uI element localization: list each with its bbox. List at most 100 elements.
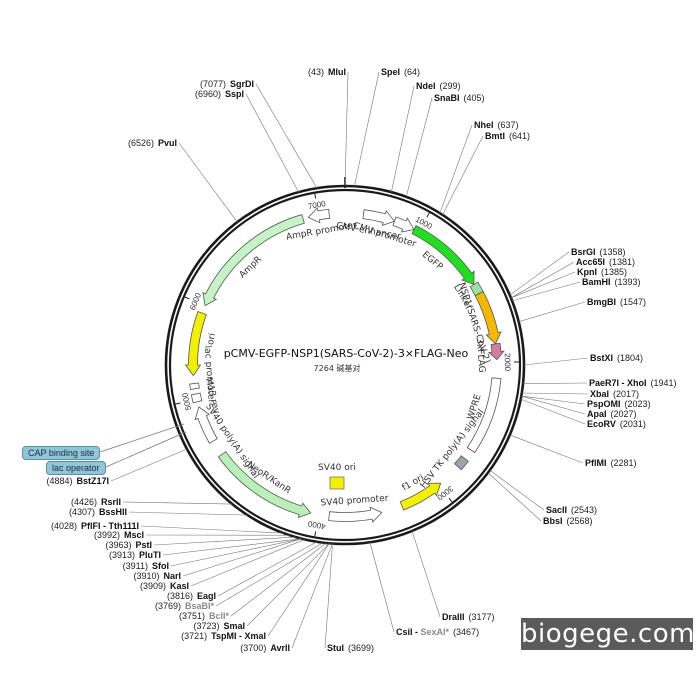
site-enzyme-name: PflFI - Tth111I — [81, 521, 139, 531]
site-label-sgrdi[interactable]: (7077) SgrDI — [200, 74, 254, 91]
site-label-pflmi[interactable]: PflMI (2281) — [585, 453, 637, 470]
scale-label-4000: 4000 — [307, 519, 327, 531]
site-label-pflfi-tth111i[interactable]: (4028) PflFI - Tth111I — [51, 516, 139, 533]
site-leader-smai — [246, 543, 330, 627]
site-enzyme-name: BssHII — [99, 507, 127, 517]
site-label-smai[interactable]: (3723) SmaI — [193, 616, 245, 633]
feature-ampr-promoter[interactable] — [307, 207, 331, 224]
site-label-msci[interactable]: (3992) MscI — [94, 525, 144, 542]
site-label-bsshii[interactable]: (4307) BssHII — [69, 502, 127, 519]
cap-binding-site-badge[interactable]: CAP binding site — [22, 446, 101, 460]
site-label-bsrgi[interactable]: BsrGI (1358) — [571, 242, 626, 259]
site-label-bbsi[interactable]: BbsI (2568) — [543, 511, 593, 528]
site-label-pluti[interactable]: (3913) PluTI — [109, 545, 161, 562]
site-label-bstz17i[interactable]: (4884) BstZ17I — [46, 471, 109, 488]
scale-tick-4000 — [314, 531, 317, 537]
site-leader-spei — [354, 71, 380, 187]
site-enzyme-name: BsaBI* — [185, 601, 215, 611]
site-enzyme-name: NarI — [163, 571, 181, 581]
sv40-ori-box[interactable] — [329, 476, 345, 490]
feature-ori[interactable] — [184, 310, 207, 377]
site-label-ndei[interactable]: NdeI (299) — [416, 76, 461, 93]
feature-3xflag[interactable] — [488, 342, 505, 361]
site-label-apai[interactable]: ApaI (2027) — [587, 404, 637, 421]
site-label-paer7i-xhoi[interactable]: PaeR7I - XhoI (1941) — [589, 373, 677, 390]
site-label-kasi[interactable]: (3909) KasI — [140, 576, 189, 593]
feature-wpre[interactable] — [466, 377, 502, 454]
plasmid-name: pCMV-EGFP-NSP1(SARS-CoV-2)-3×FLAG-Neo — [224, 347, 469, 360]
site-position: (3913) — [109, 550, 135, 560]
site-leader-rsrii — [122, 501, 233, 505]
site-label-spei[interactable]: SpeI (64) — [381, 62, 420, 79]
feature-m13-rev[interactable] — [190, 392, 203, 404]
site-leader-ndei — [391, 85, 415, 193]
site-label-ecorv[interactable]: EcoRV (2031) — [587, 414, 646, 431]
site-label-snabi[interactable]: SnaBI (405) — [434, 88, 485, 105]
site-enzyme-name: BmgBI — [587, 297, 616, 307]
site-label-xbai[interactable]: XbaI (2017) — [590, 384, 639, 401]
site-label-acc65i[interactable]: Acc65I (1381) — [576, 252, 635, 269]
feature-cmv-promoter[interactable] — [392, 216, 415, 233]
feature-nsp1-sars-cov-2[interactable] — [474, 290, 502, 345]
site-label-bstxi[interactable]: BstXI (1804) — [590, 348, 643, 365]
site-label-psti[interactable]: (3963) PstI — [105, 535, 152, 552]
site-leader-kpni — [510, 271, 576, 299]
site-leader-nhei — [439, 124, 473, 214]
feature-sv40-poly-a-signal[interactable] — [194, 406, 218, 444]
site-enzyme-name: SmaI — [223, 621, 245, 631]
feature-cmv-enhancer[interactable] — [362, 209, 396, 227]
site-label-bmti[interactable]: BmtI (641) — [485, 126, 530, 143]
site-label-csii[interactable]: CsiI - SexAI* (3467) — [396, 622, 479, 639]
site-position: (6526) — [128, 138, 154, 148]
feature-label-ori: ori — [206, 332, 218, 345]
feature-neor-kanr[interactable] — [217, 451, 312, 519]
feature-hsv-tk-poly-a-signal[interactable] — [454, 455, 469, 471]
site-enzyme-name: TspMI - XmaI — [211, 631, 266, 641]
site-enzyme-name: ApaI — [587, 409, 607, 419]
site-label-bamhi[interactable]: BamHI (1393) — [582, 272, 641, 289]
site-label-kpni[interactable]: KpnI (1385) — [577, 262, 627, 279]
site-label-rsrii[interactable]: (4426) RsrII — [71, 492, 121, 509]
scale-label-7000: 7000 — [307, 199, 327, 211]
feature-sv40-promoter[interactable] — [328, 506, 383, 523]
site-enzyme-name: SnaBI — [434, 93, 460, 103]
site-label-bsabi[interactable]: (3769) BsaBI* — [155, 596, 215, 613]
scale-label-5000: 5000 — [180, 391, 193, 411]
site-enzyme-name: BsrGI — [571, 247, 596, 257]
feature-lac-promoter[interactable] — [189, 382, 200, 390]
site-label-eagi[interactable]: (3816) EagI — [167, 586, 216, 603]
feature-f1-ori[interactable] — [399, 482, 442, 511]
site-leader-pspomi — [521, 395, 586, 405]
site-position: (1358) — [600, 247, 626, 257]
site-label-avrii[interactable]: (3700) AvrII — [240, 638, 290, 655]
site-label-sspi[interactable]: (6960) SspI — [195, 84, 244, 101]
site-label-draiii[interactable]: DraIII (3177) — [442, 607, 495, 624]
site-position: (3816) — [167, 591, 193, 601]
lac-operator-badge[interactable]: lac operator — [46, 461, 106, 475]
site-label-nhei[interactable]: NheI (637) — [474, 115, 519, 132]
site-position: (299) — [440, 81, 461, 91]
site-position: (2023) — [625, 399, 651, 409]
site-label-mlui[interactable]: (43) MluI — [308, 62, 346, 79]
site-leader-bstxi — [523, 357, 589, 366]
site-label-pvui[interactable]: (6526) PvuI — [128, 133, 177, 150]
site-label-nari[interactable]: (3910) NarI — [133, 566, 181, 583]
site-label-bcli[interactable]: (3751) BclI* — [179, 606, 230, 623]
feature-label-lac-promoter: lac promoter — [202, 345, 216, 403]
site-leader-pflmi — [509, 434, 584, 464]
site-label-bmgbi[interactable]: BmgBI (1547) — [587, 292, 646, 309]
site-leader-bmti — [442, 135, 484, 216]
site-leader-csii — [369, 542, 395, 633]
site-label-sacii[interactable]: SacII (2543) — [546, 500, 597, 517]
site-label-pspomi[interactable]: PspOMI (2023) — [587, 394, 651, 411]
site-position: (3911) — [123, 561, 148, 571]
site-position: (6960) — [195, 89, 221, 99]
plasmid-size: 7264 碱基对 — [314, 363, 361, 373]
scale-label-6000: 6000 — [188, 291, 203, 311]
feature-ampr[interactable] — [202, 214, 305, 307]
cap-site-connector — [99, 423, 185, 453]
site-label-tspmi-xmai[interactable]: (3721) TspMI - XmaI — [181, 626, 266, 643]
site-leader-xbai — [521, 392, 589, 395]
site-label-sfoi[interactable]: (3911) SfoI — [123, 556, 169, 573]
site-label-stui[interactable]: StuI (3699) — [327, 638, 374, 655]
